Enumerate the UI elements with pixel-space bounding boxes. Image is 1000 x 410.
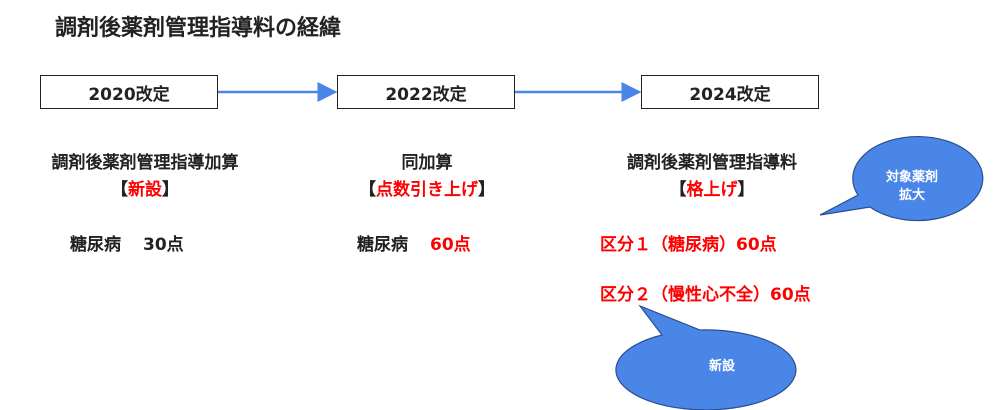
stage-2022-status: 【点数引き上げ】	[359, 180, 495, 200]
callout-expand-text: 対象薬剤拡大	[885, 170, 939, 203]
callout-new-text: 新設	[708, 359, 736, 374]
stage-2022-name: 同加算	[401, 153, 453, 173]
stage-box-2022: 2022改定	[337, 75, 515, 109]
stage-box-2020: 2020改定	[40, 75, 218, 109]
stage-2024-item-2: 区分２（慢性心不全）60点	[600, 285, 811, 305]
page-title: 調剤後薬剤管理指導料の経緯	[55, 16, 342, 41]
stage-2024-name: 調剤後薬剤管理指導料	[627, 153, 797, 173]
callout-new-bubble	[615, 304, 797, 410]
callout-expand-bubble	[819, 135, 984, 222]
stage-2024-item-1: 区分１（糖尿病）60点	[600, 235, 777, 255]
stage-2024-status: 【格上げ】	[669, 180, 755, 200]
stage-2020-name: 調剤後薬剤管理指導加算	[51, 153, 239, 173]
stage-box-2024: 2024改定	[641, 75, 819, 109]
stage-2020-status: 【新設】	[111, 180, 179, 200]
